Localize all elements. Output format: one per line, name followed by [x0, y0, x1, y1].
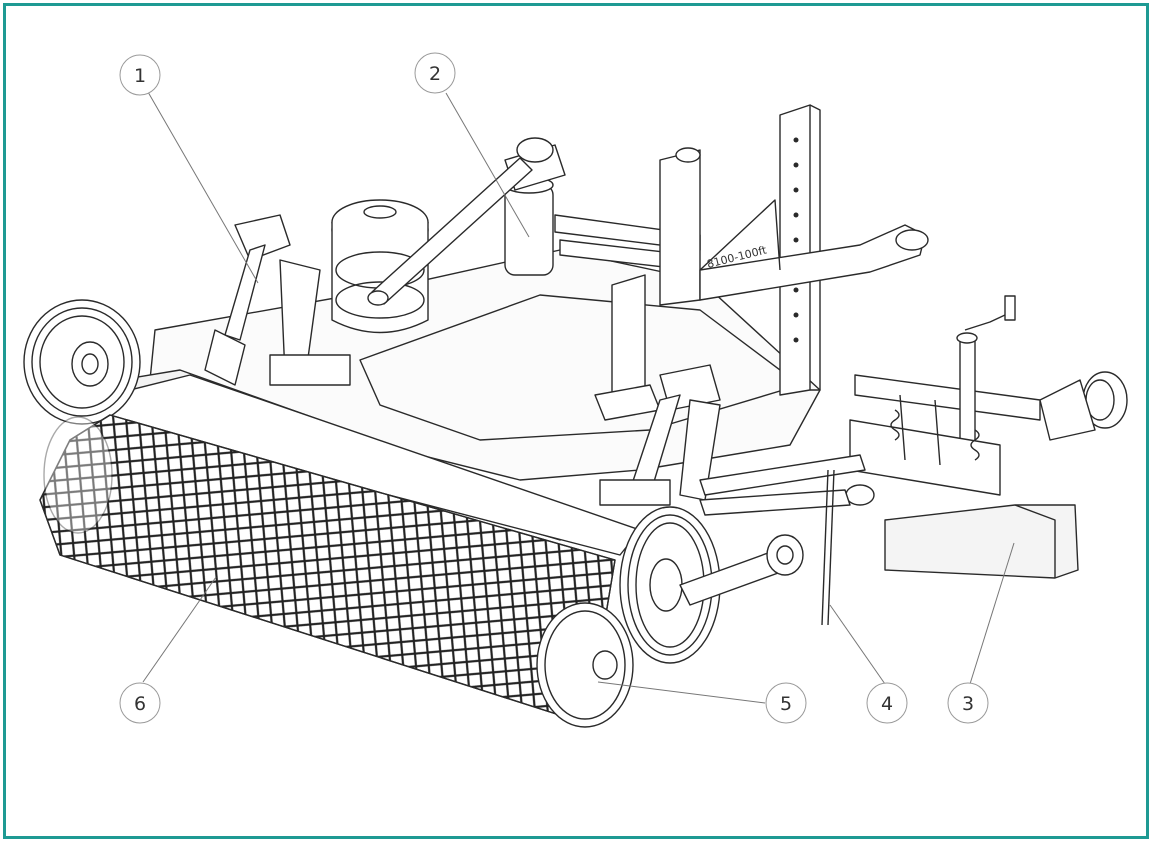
callout-1-label: 1 [134, 65, 146, 87]
callout-4-label: 4 [881, 693, 893, 715]
drawbar-triangle [699, 199, 781, 271]
leader-lines [142, 91, 1015, 704]
rear-post-left [611, 274, 646, 401]
callout-2: 2 [414, 52, 456, 94]
left-linkage [204, 214, 351, 386]
callout-5: 5 [765, 682, 807, 724]
callout-5-label: 5 [780, 693, 792, 715]
callout-3-label: 3 [962, 693, 974, 715]
right-wheel [619, 506, 804, 664]
callout-6: 6 [119, 682, 161, 724]
callout-2-label: 2 [429, 63, 441, 85]
callout-4: 4 [866, 682, 908, 724]
left-wheel [23, 299, 141, 425]
right-linkage [599, 364, 721, 506]
callout-3: 3 [947, 682, 989, 724]
mesh-roller [39, 414, 634, 728]
mid-post [659, 149, 701, 306]
marker-rod [821, 469, 829, 626]
drive-pulley [331, 199, 429, 334]
grader-blade [884, 504, 1079, 579]
callout-1: 1 [119, 54, 161, 96]
jack-assembly [849, 295, 1128, 496]
callout-6-label: 6 [134, 693, 146, 715]
deck-top-panel [359, 294, 801, 441]
vertical-post [779, 104, 821, 396]
side-bars [699, 454, 866, 496]
